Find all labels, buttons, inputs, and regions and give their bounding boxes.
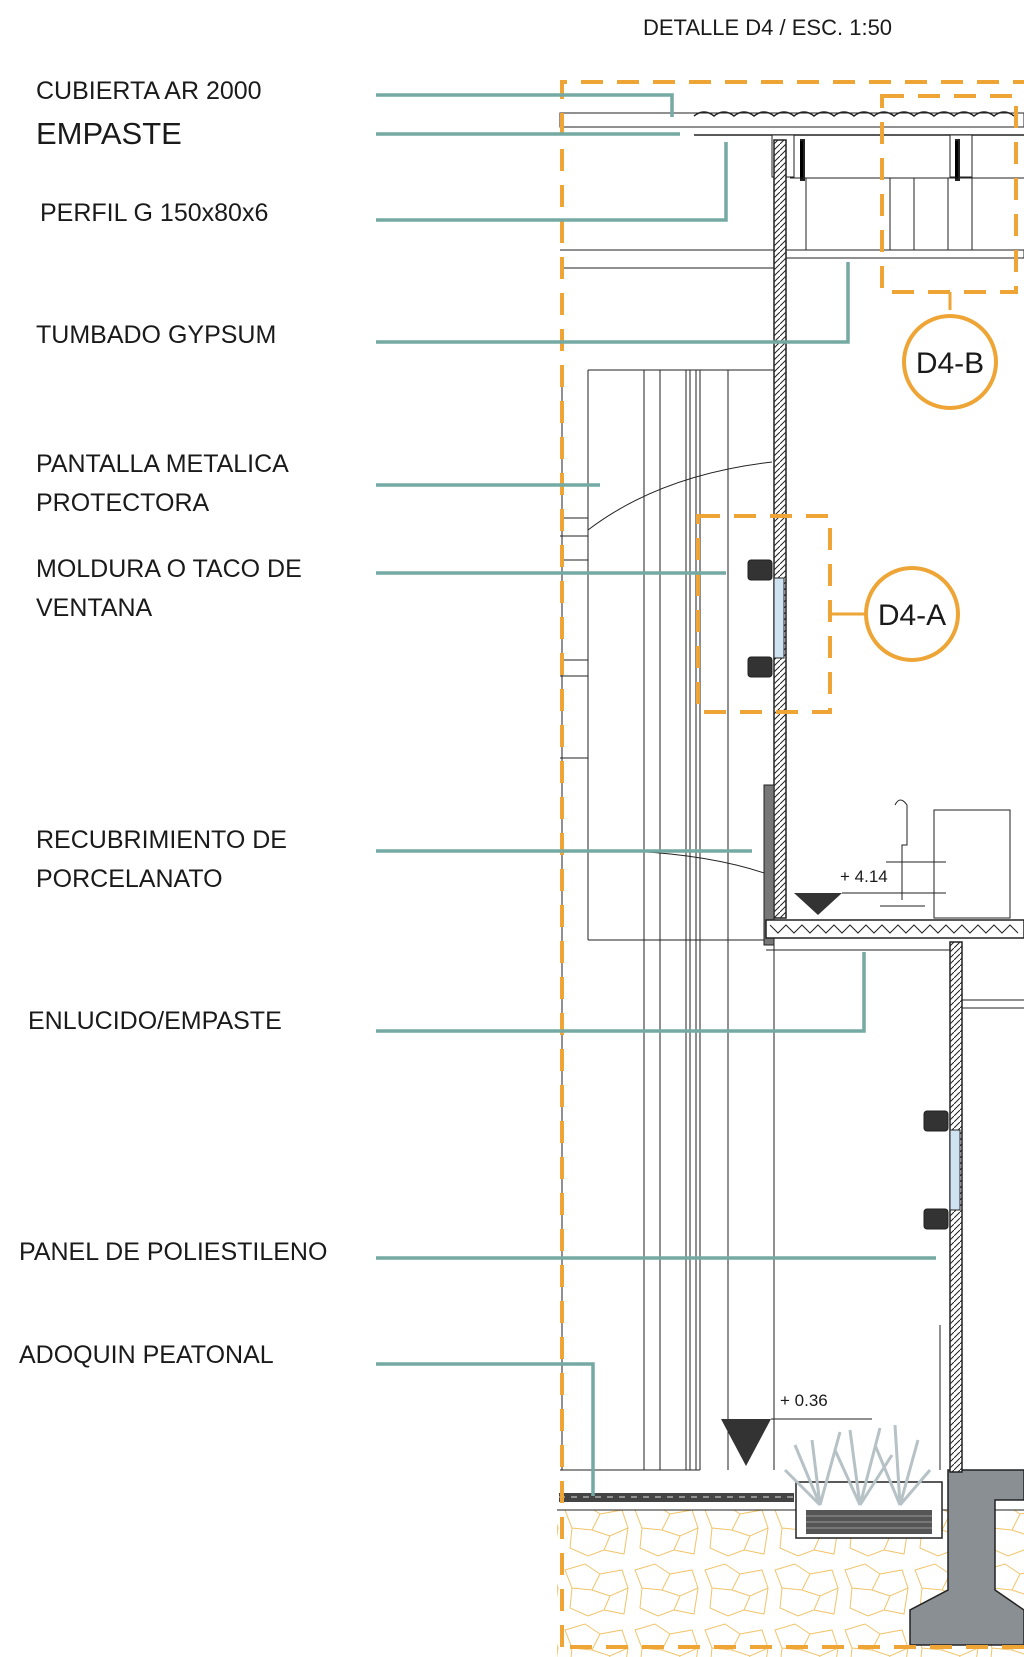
label-cubierta: CUBIERTA AR 2000 [36, 77, 262, 105]
screen-curve-bottom [587, 849, 771, 876]
label-recubrimiento-2: PORCELANATO [36, 865, 223, 893]
footing [909, 1469, 1024, 1646]
level-upper-text: + 4.14 [840, 867, 888, 886]
level-marker-lower [721, 1419, 771, 1466]
label-enlucido: ENLUCIDO/EMPASTE [28, 1007, 282, 1035]
label-recubrimiento-1: RECUBRIMIENTO DE [36, 826, 287, 854]
porcelain-cladding [763, 784, 775, 946]
roof-sheet [693, 111, 1015, 117]
drawing-title: DETALLE D4 / ESC. 1:50 [643, 15, 892, 40]
screen-curve-top [587, 461, 773, 531]
leader-perfil [376, 142, 728, 222]
upper-wall [773, 139, 787, 919]
floor-slab [765, 919, 1024, 939]
level-marker-upper [794, 893, 842, 915]
upper-window-sill [747, 656, 773, 678]
callout-d4a-text: D4-A [878, 599, 946, 632]
screen-brackets [560, 517, 700, 1471]
upper-window-glass [773, 577, 785, 659]
ceiling-structure [790, 177, 1024, 252]
lower-window-head [923, 1110, 949, 1132]
callout-d4a-circle [864, 566, 960, 662]
labels: CUBIERTA AR 2000 EMPASTE PERFIL G 150x80… [19, 77, 327, 1369]
label-adoquin: ADOQUIN PEATONAL [19, 1341, 274, 1369]
label-pantalla-2: PROTECTORA [36, 489, 209, 517]
lower-window-sill [923, 1208, 949, 1230]
screen-verticals [561, 366, 775, 1470]
leader-adoquin [376, 1362, 595, 1496]
callout-d4b-text: D4-B [916, 347, 984, 380]
chair [880, 799, 925, 907]
gypsum-ceiling [785, 249, 1024, 259]
purlin-right [949, 134, 973, 178]
label-empaste: EMPASTE [36, 116, 182, 151]
d4a-boundary [696, 514, 832, 714]
leader-enlucido [376, 952, 866, 1033]
level-lower-text: + 0.36 [780, 1391, 828, 1410]
label-perfil: PERFIL G 150x80x6 [40, 199, 268, 227]
desk [933, 809, 1011, 919]
label-panel: PANEL DE POLIESTILENO [19, 1238, 327, 1266]
steel-deck [769, 924, 1019, 934]
overall-boundary [560, 80, 1024, 1647]
paving-strip [559, 1493, 794, 1502]
plants [783, 1424, 932, 1507]
callout-d4b-circle [902, 314, 998, 410]
lower-window-glass [949, 1129, 961, 1211]
leader-cubierta [376, 93, 674, 117]
label-moldura-1: MOLDURA O TACO DE [36, 555, 302, 583]
purlin-webs [800, 139, 960, 181]
label-pantalla-1: PANTALLA METALICA [36, 450, 289, 478]
leader-tumbado [376, 262, 850, 344]
label-moldura-2: VENTANA [36, 594, 153, 622]
planter-soil-lines [806, 1515, 932, 1529]
label-tumbado: TUMBADO GYPSUM [36, 321, 276, 349]
leader-lines [376, 93, 936, 1496]
upper-window-head [747, 559, 773, 581]
